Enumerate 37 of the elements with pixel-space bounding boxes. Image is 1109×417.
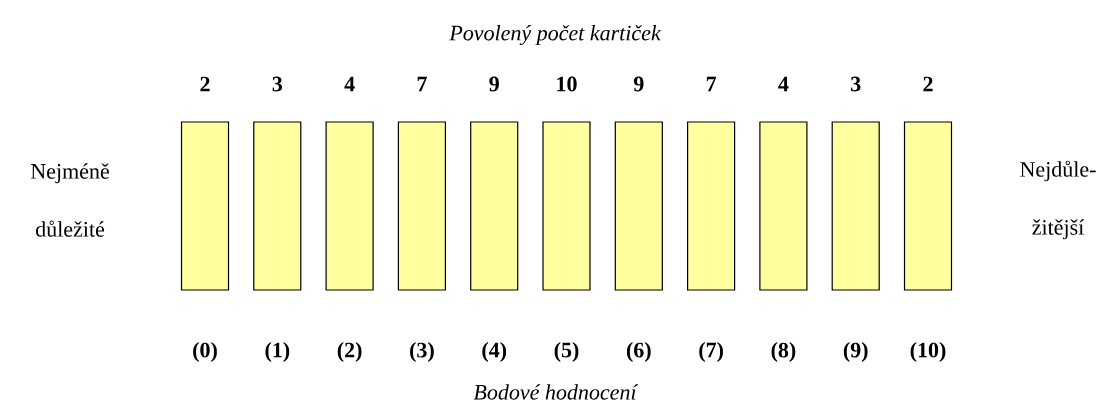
axis-caption: Bodové hodnocení [473, 384, 639, 400]
card-count: 9 [489, 76, 499, 92]
card-slot [542, 121, 591, 291]
card-slot [180, 121, 230, 291]
card-slot [687, 121, 736, 291]
card-count: 4 [778, 76, 789, 92]
score-label: (1) [265, 342, 290, 362]
score-label: (9) [843, 342, 868, 362]
card-slot [831, 121, 880, 291]
card-slot [397, 121, 446, 291]
card-count: 7 [706, 76, 717, 92]
card-count: 2 [200, 76, 210, 92]
card-count: 10 [557, 76, 577, 92]
card-slot [759, 121, 808, 291]
score-label: (2) [337, 342, 362, 362]
score-label: (5) [554, 342, 579, 362]
score-label: (3) [410, 342, 434, 362]
card-count: 7 [417, 76, 427, 92]
score-label: (10) [910, 342, 946, 362]
score-label: (6) [626, 342, 651, 362]
card-count: 2 [923, 76, 933, 92]
score-label: (4) [482, 342, 507, 362]
card-slot [253, 121, 302, 291]
side-label: Nejdůle-žitější [1020, 160, 1096, 240]
side-label: Nejméně důležité [30, 163, 109, 237]
score-label: (0) [193, 342, 217, 362]
heading: Povolený počet kartiček [449, 24, 662, 45]
card-count: 9 [633, 76, 644, 92]
card-slot [325, 121, 374, 291]
card-slot [614, 121, 663, 291]
card-slot [903, 121, 953, 291]
score-label: (8) [771, 342, 796, 362]
card-count: 4 [344, 76, 355, 92]
card-slot [470, 121, 519, 291]
score-label: (7) [699, 342, 723, 362]
card-count: 3 [851, 76, 861, 92]
card-count: 3 [272, 76, 283, 92]
